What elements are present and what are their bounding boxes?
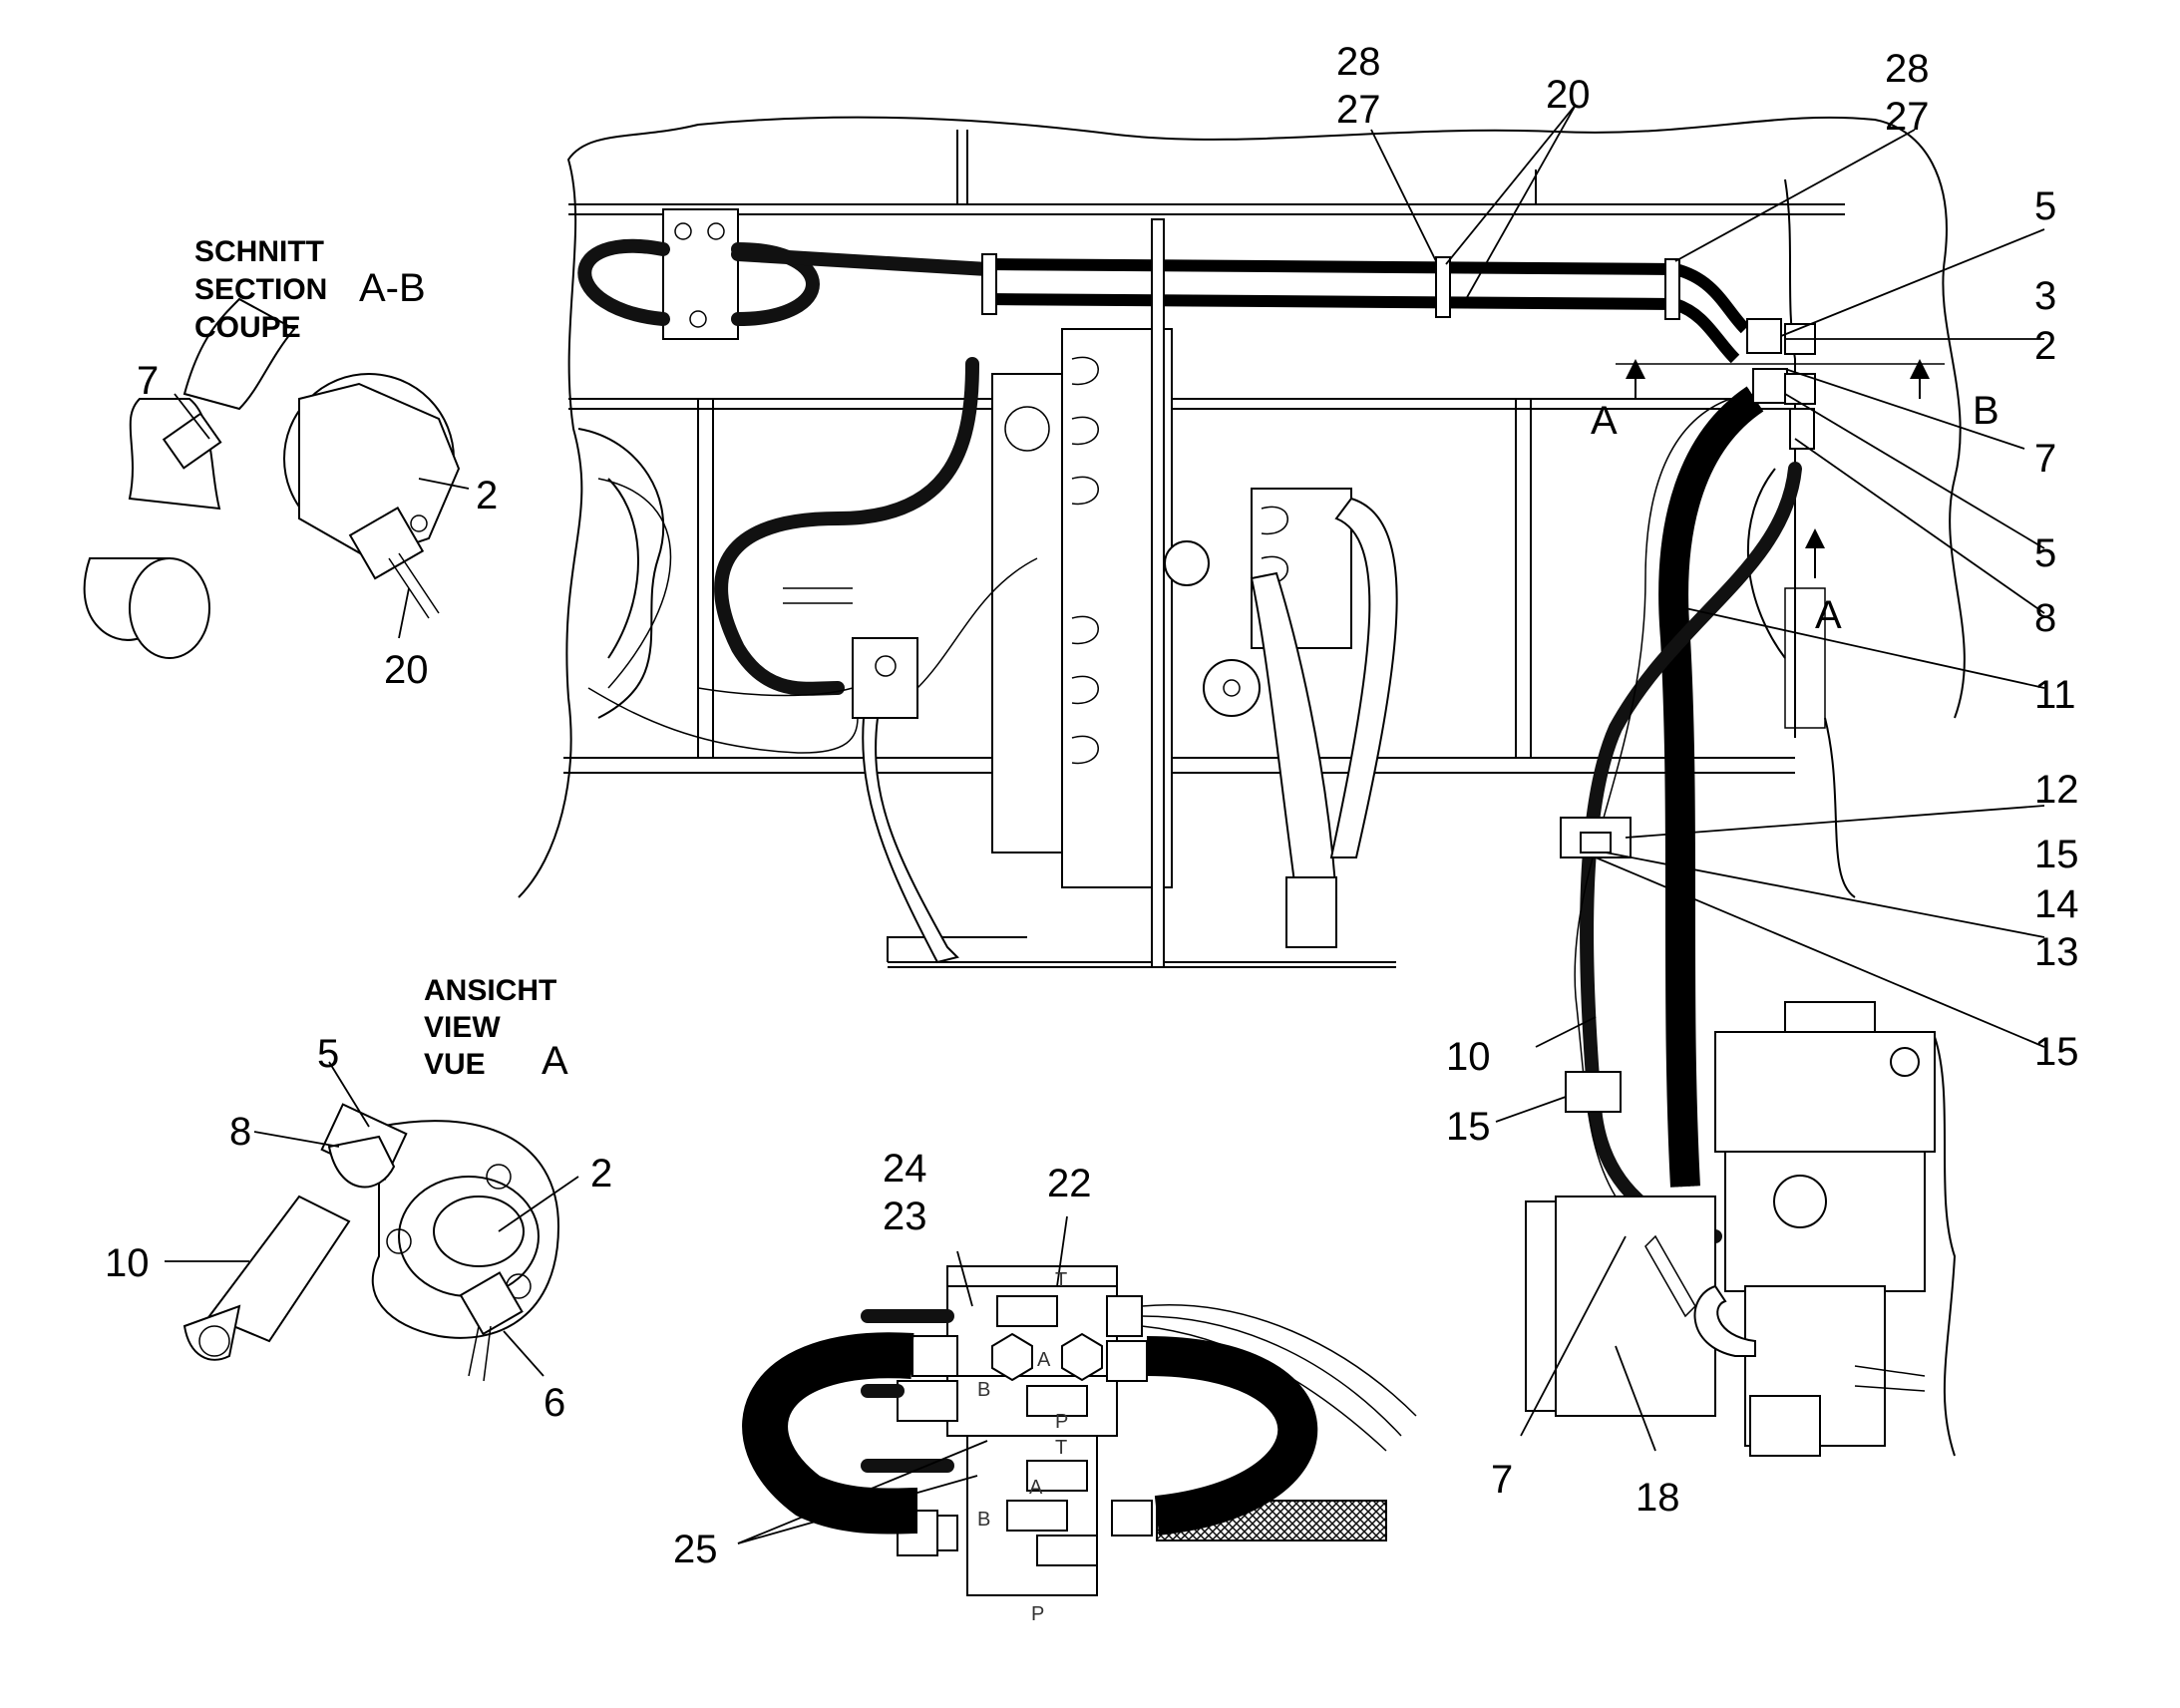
callout-10: 10 — [1446, 1035, 1491, 1079]
port-label-b: B — [977, 1379, 990, 1401]
view-a-inset — [182, 1103, 560, 1382]
callout-8: 8 — [2034, 596, 2056, 640]
valve-block-inset — [742, 1265, 1417, 1596]
port-label-b: B — [977, 1509, 990, 1531]
section-ab-inset — [83, 297, 461, 659]
callout-7: 7 — [2034, 437, 2056, 481]
callout-14: 14 — [2034, 882, 2079, 926]
callout-5: 5 — [2034, 184, 2056, 228]
right-hose-route — [1525, 318, 1957, 1457]
callout-20: 20 — [384, 648, 429, 692]
view-a-heading-3: VUE — [424, 1048, 486, 1081]
valve-port-letters: T A B P T A B P — [977, 1269, 1068, 1625]
section-ab-heading-2: SECTION — [194, 273, 327, 306]
section-marker-a-left: A — [1591, 399, 1618, 443]
callout-5: 5 — [317, 1032, 339, 1076]
callout-15: 15 — [1446, 1105, 1491, 1149]
port-label-a: A — [1037, 1349, 1051, 1371]
callout-13: 13 — [2034, 930, 2079, 974]
view-a-letter: A — [542, 1039, 568, 1083]
callout-22: 22 — [1047, 1162, 1092, 1205]
callout-28: 28 — [1336, 40, 1381, 84]
port-label-t: T — [1055, 1269, 1067, 1291]
callout-23: 23 — [883, 1195, 927, 1238]
callout-6: 6 — [544, 1381, 565, 1425]
callout-2: 2 — [476, 474, 498, 517]
callout-27: 27 — [1336, 88, 1381, 132]
section-marker-a-lower: A — [1815, 593, 1842, 637]
callout-18: 18 — [1635, 1476, 1680, 1520]
callouts: 28 27 20 28 27 5 3 2 7 5 8 11 12 15 14 1… — [105, 40, 2079, 1571]
callout-10: 10 — [105, 1241, 150, 1285]
callout-11: 11 — [2034, 673, 2076, 717]
callout-24: 24 — [883, 1147, 927, 1191]
view-a-heading-1: ANSICHT — [424, 974, 556, 1007]
port-label-a: A — [1029, 1477, 1043, 1499]
section-ab-heading-1: SCHNITT — [194, 235, 324, 268]
section-ab-heading-3: COUPE — [194, 311, 301, 344]
port-label-p: P — [1031, 1603, 1044, 1625]
callout-27: 27 — [1885, 95, 1930, 139]
callout-25: 25 — [673, 1528, 718, 1571]
callout-7: 7 — [1491, 1458, 1513, 1502]
callout-8: 8 — [229, 1110, 251, 1154]
section-marker-b-right: B — [1973, 389, 1999, 433]
callout-15: 15 — [2034, 833, 2079, 876]
leader-lines — [165, 104, 2045, 1544]
view-a-heading-2: VIEW — [424, 1011, 501, 1044]
callout-28: 28 — [1885, 47, 1930, 91]
callout-20: 20 — [1546, 73, 1591, 117]
callout-5: 5 — [2034, 531, 2056, 575]
port-label-t: T — [1055, 1437, 1067, 1459]
callout-2: 2 — [590, 1152, 612, 1196]
section-ab-letter: A-B — [359, 266, 426, 310]
callout-12: 12 — [2034, 768, 2079, 812]
callout-3: 3 — [2034, 274, 2056, 318]
main-machine-view — [518, 116, 1966, 968]
callout-7: 7 — [137, 359, 159, 403]
port-label-p: P — [1055, 1411, 1068, 1433]
callout-15: 15 — [2034, 1030, 2079, 1074]
callout-2: 2 — [2034, 324, 2056, 368]
